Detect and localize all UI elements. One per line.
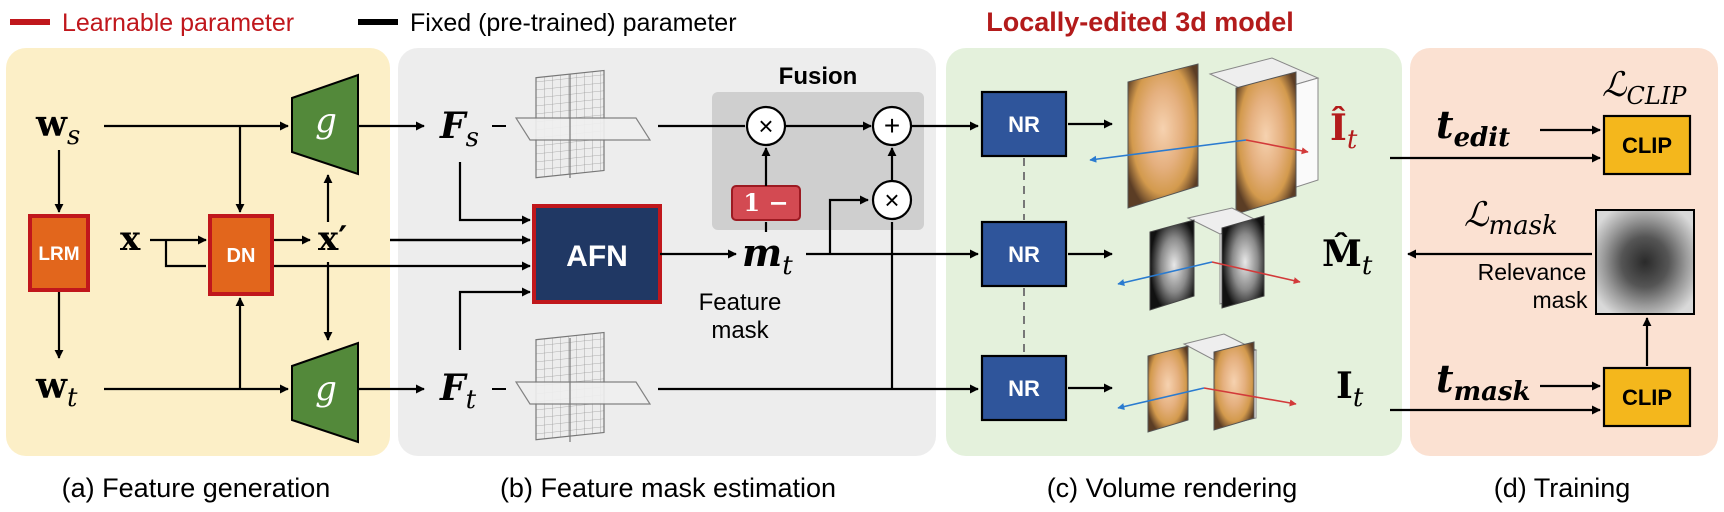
original-3d-model-render <box>1117 333 1297 433</box>
feature-generation-group: ws wt x LRM DN g g x′ <box>28 73 425 444</box>
symbol-M-hat-t: M̂t <box>1322 233 1373 281</box>
symbol-t-mask: tmask <box>1436 356 1531 407</box>
lrm-label: LRM <box>38 244 79 265</box>
fusion-multiply-top <box>745 105 787 147</box>
symbol-w-t: wt <box>35 365 78 413</box>
generator-top-block <box>291 73 359 176</box>
caption-volume-rendering: (c) Volume rendering <box>1047 473 1298 503</box>
training-group: ℒCLIP tedit CLIP ℒmask Relevance mask tm… <box>1390 65 1695 428</box>
caption-feature-mask-estimation: (b) Feature mask estimation <box>500 473 836 503</box>
panel-b-arrows <box>274 121 979 394</box>
legend: Learnable parameter Fixed (pre-trained) … <box>10 9 737 37</box>
generator-bottom-block <box>291 341 359 444</box>
symbol-I-t: It <box>1336 365 1364 413</box>
panel-d-arrows <box>1390 125 1652 415</box>
dn-block <box>208 214 274 296</box>
symbol-F-t: Ft <box>439 367 477 415</box>
symbol-x: x <box>120 219 141 259</box>
fusion-multiply-bottom <box>871 179 913 221</box>
caption-feature-generation: (a) Feature generation <box>62 473 331 503</box>
nr-label-middle: NR <box>1008 242 1040 267</box>
symbol-m-t: mt <box>742 230 793 281</box>
clip-block-bottom <box>1602 366 1692 428</box>
symbol-L-mask: ℒmask <box>1464 195 1558 241</box>
panel-a-arrows <box>54 121 425 394</box>
relevance-mask-label-2: mask <box>1533 287 1588 313</box>
feature-mask-label-2: mask <box>711 317 769 344</box>
one-minus-label: 1 − <box>743 188 788 217</box>
afn-block <box>532 204 662 304</box>
fusion-multiply-top-label: × <box>758 111 773 141</box>
fusion-add <box>871 105 913 147</box>
clip-block-top <box>1602 114 1692 176</box>
symbol-I-hat-t: Ît <box>1330 107 1358 155</box>
mask-render <box>1117 207 1301 311</box>
triplane-top <box>514 69 652 179</box>
clip-label-bottom: CLIP <box>1622 385 1672 410</box>
relevance-mask-image <box>1595 209 1695 315</box>
nr-output-arrows <box>1068 119 1113 393</box>
nr-block-bottom <box>980 354 1068 422</box>
relevance-mask-label-1: Relevance <box>1478 259 1587 285</box>
afn-label: AFN <box>566 240 628 273</box>
dn-label: DN <box>227 245 256 267</box>
symbol-x-prime: x′ <box>318 219 347 259</box>
lrm-block <box>28 214 90 292</box>
clip-label-top: CLIP <box>1622 133 1672 158</box>
fusion-add-label: + <box>884 110 900 141</box>
caption-training: (d) Training <box>1494 473 1631 503</box>
fusion-label: Fusion <box>779 63 858 90</box>
generator-top-label: g <box>315 101 337 141</box>
legend-fixed-label: Fixed (pre-trained) parameter <box>410 9 737 37</box>
fusion-multiply-bottom-label: × <box>884 185 899 215</box>
feature-mask-estimation-group: Fs Ft AFN mt Feature mask Fusion <box>274 63 979 442</box>
volume-rendering-group: NR NR NR <box>980 57 1373 433</box>
nr-label-top: NR <box>1008 112 1040 137</box>
symbol-F-s: Fs <box>439 105 479 153</box>
edited-3d-model-render <box>1089 57 1320 215</box>
feature-mask-label-1: Feature <box>699 289 782 316</box>
symbol-t-edit: tedit <box>1436 102 1510 153</box>
symbol-w-s: ws <box>35 103 80 151</box>
symbol-L-clip: ℒCLIP <box>1602 65 1687 110</box>
nr-block-middle <box>980 220 1068 288</box>
generator-bottom-label: g <box>315 369 337 409</box>
captions: (a) Feature generation (b) Feature mask … <box>62 473 1631 503</box>
triplane-bottom <box>514 331 652 442</box>
header-title: Locally-edited 3d model <box>986 7 1294 37</box>
legend-learnable-label: Learnable parameter <box>62 9 294 37</box>
nr-block-top <box>980 90 1068 158</box>
nr-label-bottom: NR <box>1008 376 1040 401</box>
